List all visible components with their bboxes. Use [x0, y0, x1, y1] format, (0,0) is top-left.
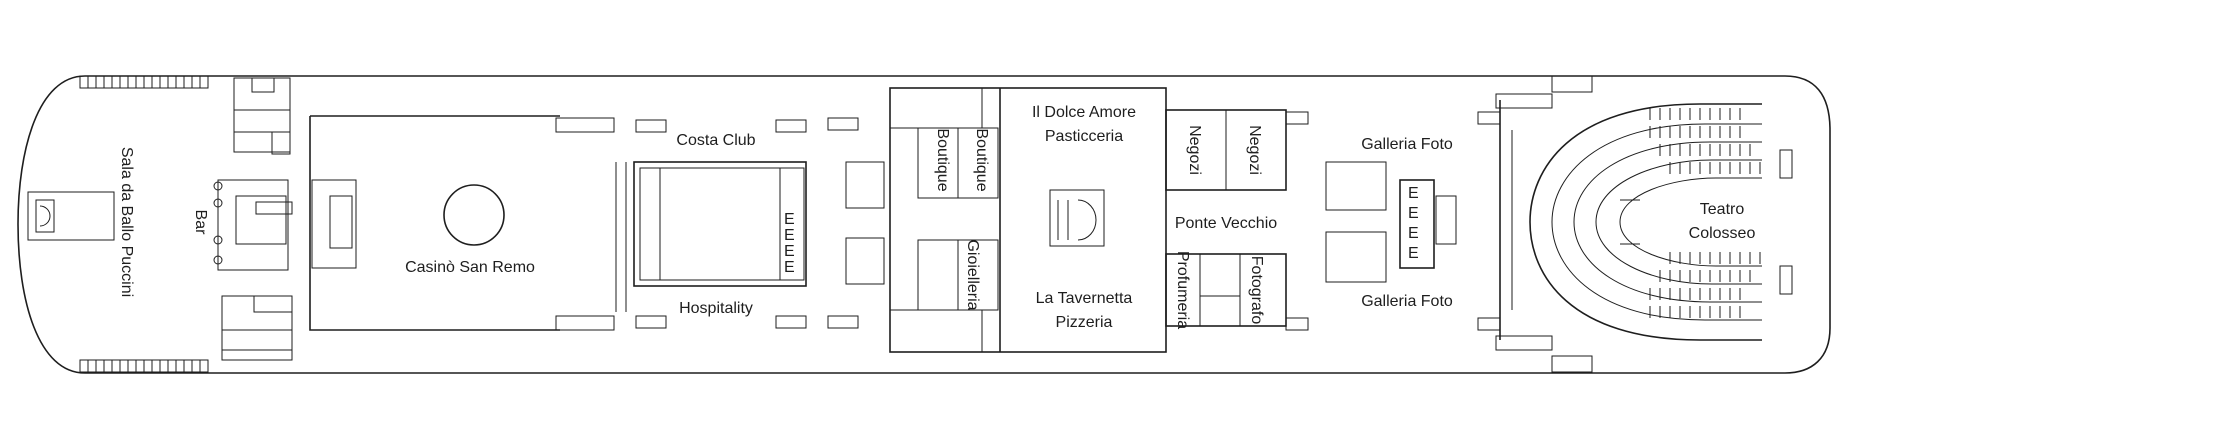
casino-room	[309, 115, 615, 331]
tavernetta-label: La Tavernetta	[1036, 290, 1133, 307]
boutique-label: Boutique	[934, 128, 951, 191]
galleria-foto-label-bottom: Galleria Foto	[1361, 293, 1453, 310]
casino-label: Casinò San Remo	[405, 259, 535, 276]
elevator-mark: E	[1408, 185, 1419, 202]
negozi-label: Negozi	[1186, 125, 1203, 175]
ponte-vecchio-label: Ponte Vecchio	[1175, 215, 1277, 232]
elevator-mark: E	[1408, 205, 1419, 222]
gioielleria-label: Gioielleria	[964, 239, 981, 310]
sala-da-ballo-room	[27, 191, 115, 241]
pasticceria-label: Pasticceria	[1045, 128, 1123, 145]
galleria-foto-label-top: Galleria Foto	[1361, 136, 1453, 153]
stairs-mid-left	[827, 117, 885, 329]
elevators-costa-club: E E E E	[784, 211, 795, 276]
dolce-amore-label: Il Dolce Amore	[1032, 104, 1136, 121]
bar-label: Bar	[192, 210, 209, 236]
negozi-label-2: Negozi	[1246, 125, 1263, 175]
elevator-mark: E	[784, 259, 795, 276]
stairs-bottom-left	[221, 295, 293, 361]
colosseo-label: Colosseo	[1689, 225, 1756, 242]
elevator-mark: E	[1408, 225, 1419, 242]
deck-railing-bottom-left	[79, 359, 209, 373]
shops-left-block	[889, 87, 1167, 353]
elevator-mark: E	[784, 243, 795, 260]
teatro-seat-rows	[1649, 108, 1761, 318]
hospitality-label: Hospitality	[679, 300, 753, 317]
central-stairwell	[1049, 189, 1105, 247]
costa-club-block	[615, 119, 807, 329]
elevators-galleria: E E E E	[1408, 185, 1419, 262]
boutique-label-2: Boutique	[973, 128, 990, 191]
galleria-foto-area	[1285, 111, 1501, 331]
sala-da-ballo-label: Sala da Ballo Puccini	[118, 147, 135, 297]
teatro-label: Teatro	[1700, 201, 1745, 218]
stairs-top-left	[233, 77, 291, 155]
shops-right-block	[1165, 109, 1287, 327]
fotografo-label: Fotografo	[1248, 256, 1265, 325]
hull-outline	[17, 75, 1831, 374]
pizzeria-label: Pizzeria	[1056, 314, 1113, 331]
elevator-mark: E	[784, 211, 795, 228]
profumeria-label: Profumeria	[1174, 251, 1191, 329]
elevator-mark: E	[1408, 245, 1419, 262]
deck-railing-top-left	[79, 75, 209, 89]
elevator-mark: E	[784, 227, 795, 244]
bar-area	[213, 179, 357, 271]
teatro-colosseo	[1495, 75, 1793, 373]
costa-club-label: Costa Club	[676, 132, 755, 149]
